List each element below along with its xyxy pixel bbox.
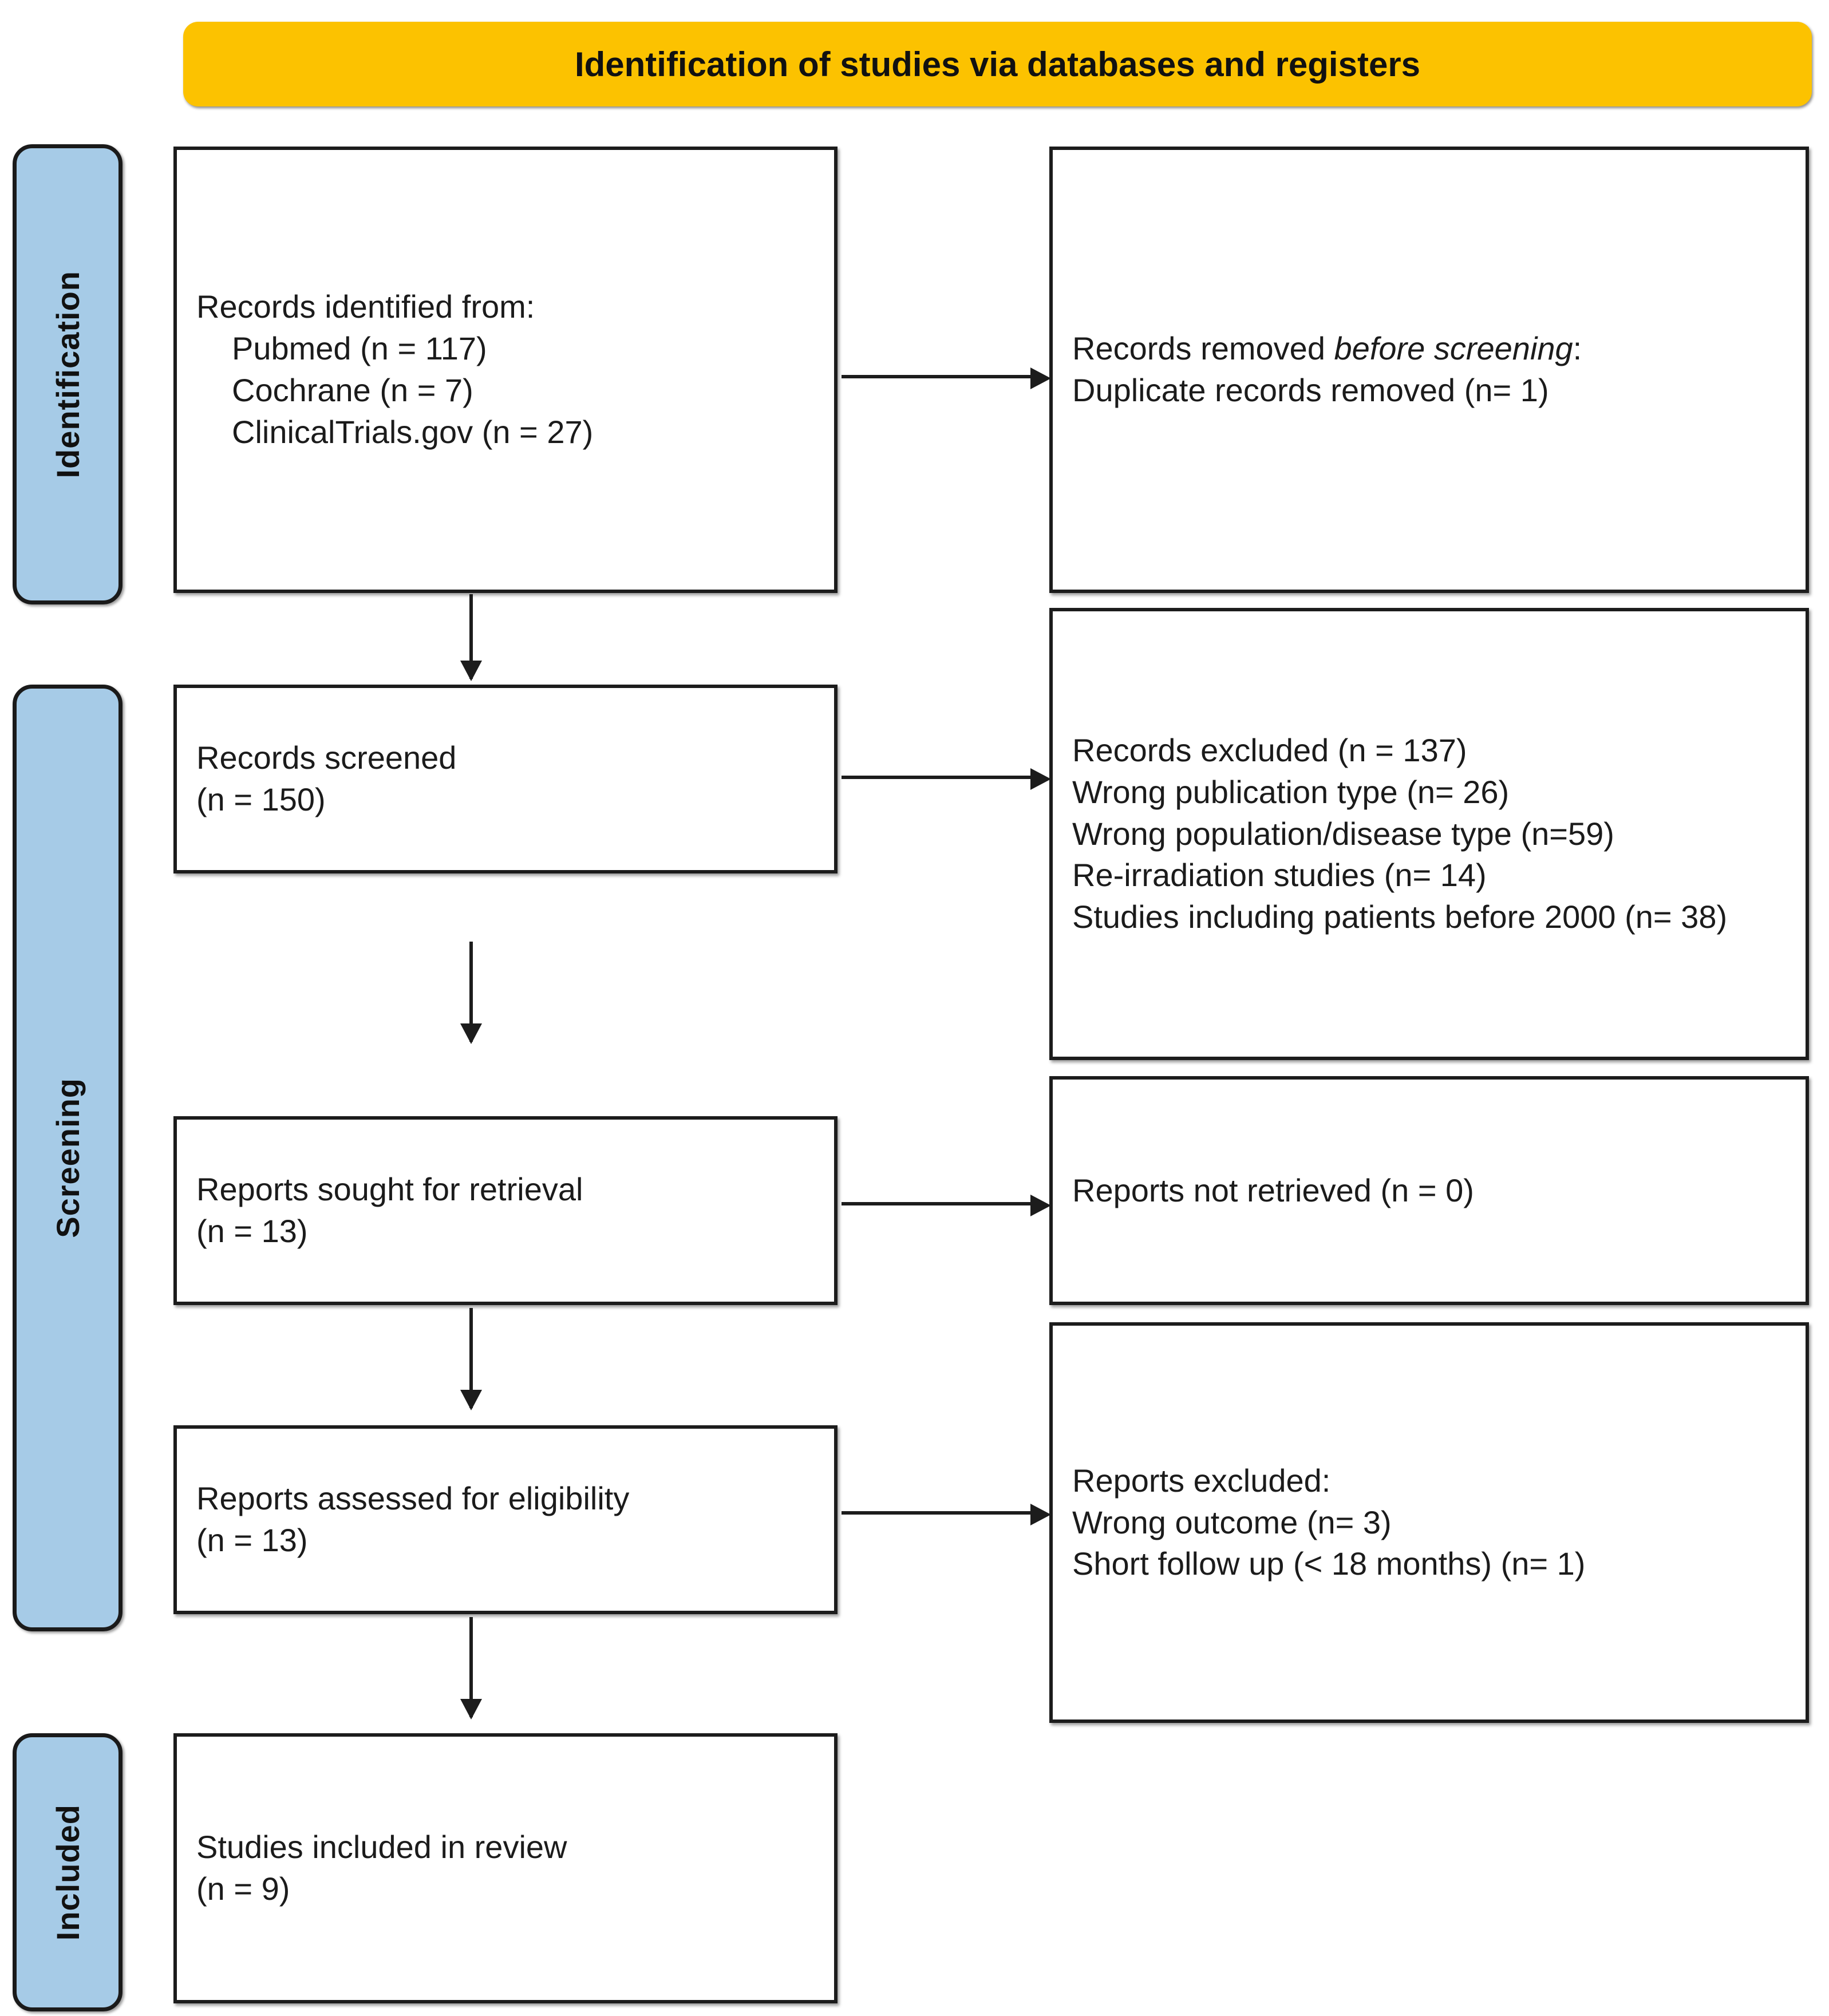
records-excluded-reirradiation: Re-irradiation studies (n= 14): [1072, 857, 1487, 894]
arrow-assessed-to-included: [460, 1617, 482, 1719]
duplicate-records-removed: Duplicate records removed (n= 1): [1072, 372, 1549, 408]
records-identified-source-clinicaltrials: ClinicalTrials.gov (n = 27): [232, 413, 594, 450]
box-reports-assessed: Reports assessed for eligibility (n = 13…: [173, 1425, 838, 1614]
box-reports-excluded: Reports excluded: Wrong outcome (n= 3) S…: [1049, 1322, 1809, 1723]
box-records-screened: Records screened (n = 150): [173, 685, 838, 873]
records-excluded-wrong-population: Wrong population/disease type (n=59): [1072, 815, 1614, 852]
stage-label-included-text: Included: [49, 1804, 86, 1941]
records-screened-count: (n = 150): [196, 781, 326, 817]
reports-excluded-wrong-outcome: Wrong outcome (n= 3): [1072, 1504, 1392, 1540]
arrow-sought-to-assessed: [460, 1308, 482, 1410]
box-reports-sought: Reports sought for retrieval (n = 13): [173, 1116, 838, 1305]
records-identified-source-pubmed: Pubmed (n = 117): [232, 330, 487, 367]
stage-label-screening: Screening: [13, 685, 123, 1631]
stage-label-identification-text: Identification: [49, 270, 86, 479]
records-removed-italic-phrase: before screening: [1334, 330, 1573, 367]
stage-label-identification: Identification: [13, 144, 123, 604]
records-removed-title-line: Records removed before screening:: [1072, 328, 1786, 370]
records-removed-suffix: :: [1573, 330, 1582, 367]
diagram-header-banner: Identification of studies via databases …: [183, 22, 1812, 106]
records-excluded-before-2000: Studies including patients before 2000 (…: [1072, 899, 1728, 935]
box-records-excluded: Records excluded (n = 137) Wrong publica…: [1049, 608, 1809, 1060]
box-records-removed-before-screening: Records removed before screening: Duplic…: [1049, 147, 1809, 593]
arrow-assessed-to-excluded: [842, 1504, 1051, 1525]
diagram-title: Identification of studies via databases …: [574, 45, 1421, 84]
records-excluded-total: Records excluded (n = 137): [1072, 732, 1467, 768]
records-identified-source-cochrane: Cochrane (n = 7): [232, 372, 473, 408]
records-identified-title: Records identified from:: [196, 288, 535, 325]
records-excluded-wrong-publication-type: Wrong publication type (n= 26): [1072, 773, 1510, 810]
box-studies-included: Studies included in review (n = 9): [173, 1733, 838, 2003]
arrow-identified-to-removed: [842, 367, 1051, 389]
reports-sought-label: Reports sought for retrieval: [196, 1171, 583, 1208]
arrow-screened-to-sought: [460, 942, 482, 1044]
stage-label-included: Included: [13, 1733, 123, 2011]
reports-assessed-count: (n = 13): [196, 1522, 308, 1558]
studies-included-label: Studies included in review: [196, 1829, 567, 1865]
arrow-identified-to-screened: [460, 594, 482, 681]
reports-excluded-short-followup: Short follow up (< 18 months) (n= 1): [1072, 1545, 1586, 1582]
arrow-screened-to-excluded: [842, 768, 1051, 790]
records-removed-prefix: Records removed: [1072, 330, 1334, 367]
reports-sought-count: (n = 13): [196, 1213, 308, 1249]
reports-not-retrieved-label: Reports not retrieved (n = 0): [1072, 1172, 1474, 1208]
studies-included-count: (n = 9): [196, 1871, 290, 1907]
arrow-sought-to-not-retrieved: [842, 1195, 1051, 1216]
reports-excluded-title: Reports excluded:: [1072, 1462, 1331, 1499]
reports-assessed-label: Reports assessed for eligibility: [196, 1480, 630, 1517]
stage-label-screening-text: Screening: [49, 1078, 86, 1238]
box-records-identified: Records identified from: Pubmed (n = 117…: [173, 147, 838, 593]
box-reports-not-retrieved: Reports not retrieved (n = 0): [1049, 1076, 1809, 1305]
records-screened-label: Records screened: [196, 740, 457, 776]
